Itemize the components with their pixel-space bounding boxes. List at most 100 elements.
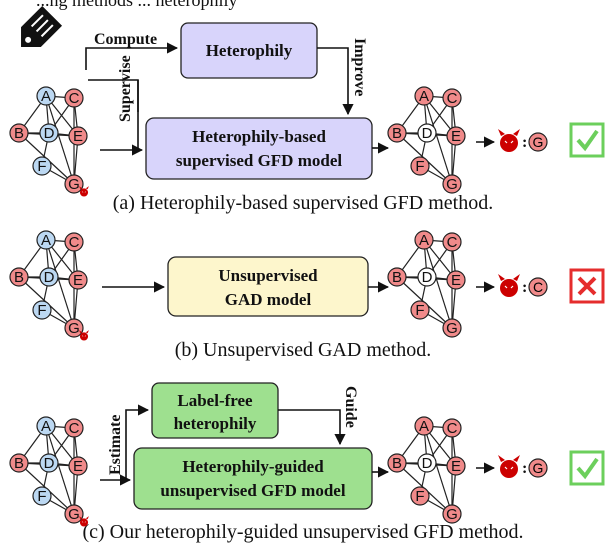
devil-icon xyxy=(497,273,521,298)
graph-edge xyxy=(423,239,453,329)
graph-edge xyxy=(45,95,75,185)
result-node-c xyxy=(528,458,548,478)
panel-c: Label-free heterophily Heterophily-guide… xyxy=(82,382,605,543)
graph-node-e xyxy=(446,270,466,290)
graph-node-e xyxy=(68,126,88,146)
price-tag-icon xyxy=(21,5,63,47)
graph-node-label: C xyxy=(69,234,80,251)
graph-node-label: B xyxy=(392,125,402,142)
graph-node-e xyxy=(446,456,466,476)
colon-c: : xyxy=(522,460,527,477)
graph-node-label: E xyxy=(451,128,461,145)
graph-node-label: G xyxy=(68,320,80,337)
graph-node-label: F xyxy=(415,302,424,319)
label-free-line2: heterophily xyxy=(174,414,257,433)
graph-node-b xyxy=(387,123,407,143)
guide-arrow xyxy=(278,409,346,446)
graph-node-d xyxy=(417,123,437,143)
caption-c: (c) Our heterophily-guided unsupervised … xyxy=(82,521,523,543)
graph-node-f xyxy=(410,486,430,506)
graph-node-f xyxy=(32,300,52,320)
graph-node-label: D xyxy=(422,125,433,142)
graph-node-label: B xyxy=(14,269,24,286)
devil-icon xyxy=(497,454,521,479)
graph-node-label: F xyxy=(37,158,46,175)
heterophily-box-label: Heterophily xyxy=(206,41,293,60)
graph-node-b xyxy=(387,267,407,287)
colon-b: : xyxy=(522,279,527,296)
output-graph-c: A B C D E F G xyxy=(387,416,466,524)
result-node-b xyxy=(528,277,548,297)
graph-node-c xyxy=(442,88,462,108)
graph-node-f xyxy=(32,156,52,176)
supervised-gfd-model-line2: supervised GFD model xyxy=(176,151,343,170)
top-cutoff-text: ...ng methods ... heterophily xyxy=(36,0,237,10)
graph-node-label: F xyxy=(37,488,46,505)
unsupervised-gfd-model-line1: Heterophily-guided xyxy=(182,457,324,476)
supervised-gfd-model-line1: Heterophily-based xyxy=(192,127,326,146)
graph-node-g xyxy=(64,174,84,194)
improve-label: Improve xyxy=(351,38,368,96)
graph-node-label: A xyxy=(419,418,429,435)
graph-node-f xyxy=(410,156,430,176)
caption-b: (b) Unsupervised GAD method. xyxy=(175,339,432,361)
graph-node-label: B xyxy=(392,455,402,472)
panel-b: Unsupervised GAD model : C (b) Unsupervi… xyxy=(102,256,605,361)
graph-node-label: C xyxy=(447,420,458,437)
graph-node-a xyxy=(36,416,56,436)
graph-node-c xyxy=(64,232,84,252)
graph-node-c xyxy=(442,232,462,252)
graph-node-label: F xyxy=(415,488,424,505)
graph-node-e xyxy=(68,270,88,290)
graph-node-label: A xyxy=(419,88,429,105)
panel-a: Heterophily Heterophily-based supervised… xyxy=(21,5,605,214)
graph-node-b xyxy=(9,453,29,473)
result-node-b-label: C xyxy=(533,279,543,295)
graph-node-label: D xyxy=(44,125,55,142)
graph-node-label: G xyxy=(446,176,458,193)
unsupervised-gfd-model-box xyxy=(133,447,373,510)
graph-node-e xyxy=(68,456,88,476)
colon-a: : xyxy=(522,134,527,151)
graph-node-label: A xyxy=(41,88,51,105)
graph-node-label: A xyxy=(41,418,51,435)
graph-node-label: D xyxy=(422,455,433,472)
supervise-label: Supervise xyxy=(117,55,134,122)
mini-devil-icon xyxy=(78,329,90,341)
graph-node-b xyxy=(387,453,407,473)
graph-node-label: A xyxy=(419,232,429,249)
unsupervised-gad-model-line2: GAD model xyxy=(225,290,312,309)
graph-node-g xyxy=(442,318,462,338)
graph-node-a xyxy=(414,416,434,436)
graph-edge xyxy=(423,95,453,185)
graph-node-label: E xyxy=(73,458,83,475)
improve-arrow xyxy=(317,47,354,116)
compute-arrow xyxy=(85,42,179,70)
graph-node-label: D xyxy=(422,269,433,286)
graph-node-b xyxy=(9,267,29,287)
graph-node-label: F xyxy=(37,302,46,319)
result-node-a xyxy=(528,132,548,152)
graph-node-label: C xyxy=(447,234,458,251)
label-free-line1: Label-free xyxy=(177,391,253,410)
estimate-label: Estimate xyxy=(107,415,124,475)
estimate-arrow xyxy=(125,404,150,480)
graph-node-label: D xyxy=(44,455,55,472)
graph-node-label: B xyxy=(392,269,402,286)
unsupervised-gad-model-line1: Unsupervised xyxy=(218,266,318,285)
mini-devil-icon xyxy=(78,185,90,197)
graph-node-label: E xyxy=(451,458,461,475)
graph-node-a xyxy=(414,230,434,250)
graph-node-label: C xyxy=(447,90,458,107)
graph-edge xyxy=(423,425,453,515)
graph-node-label: G xyxy=(446,506,458,523)
compute-label: Compute xyxy=(94,31,157,48)
graph-node-d xyxy=(417,267,437,287)
graph-node-d xyxy=(39,123,59,143)
graph-node-label: B xyxy=(14,455,24,472)
devil-icon xyxy=(497,128,521,153)
graph-edge xyxy=(45,239,75,329)
